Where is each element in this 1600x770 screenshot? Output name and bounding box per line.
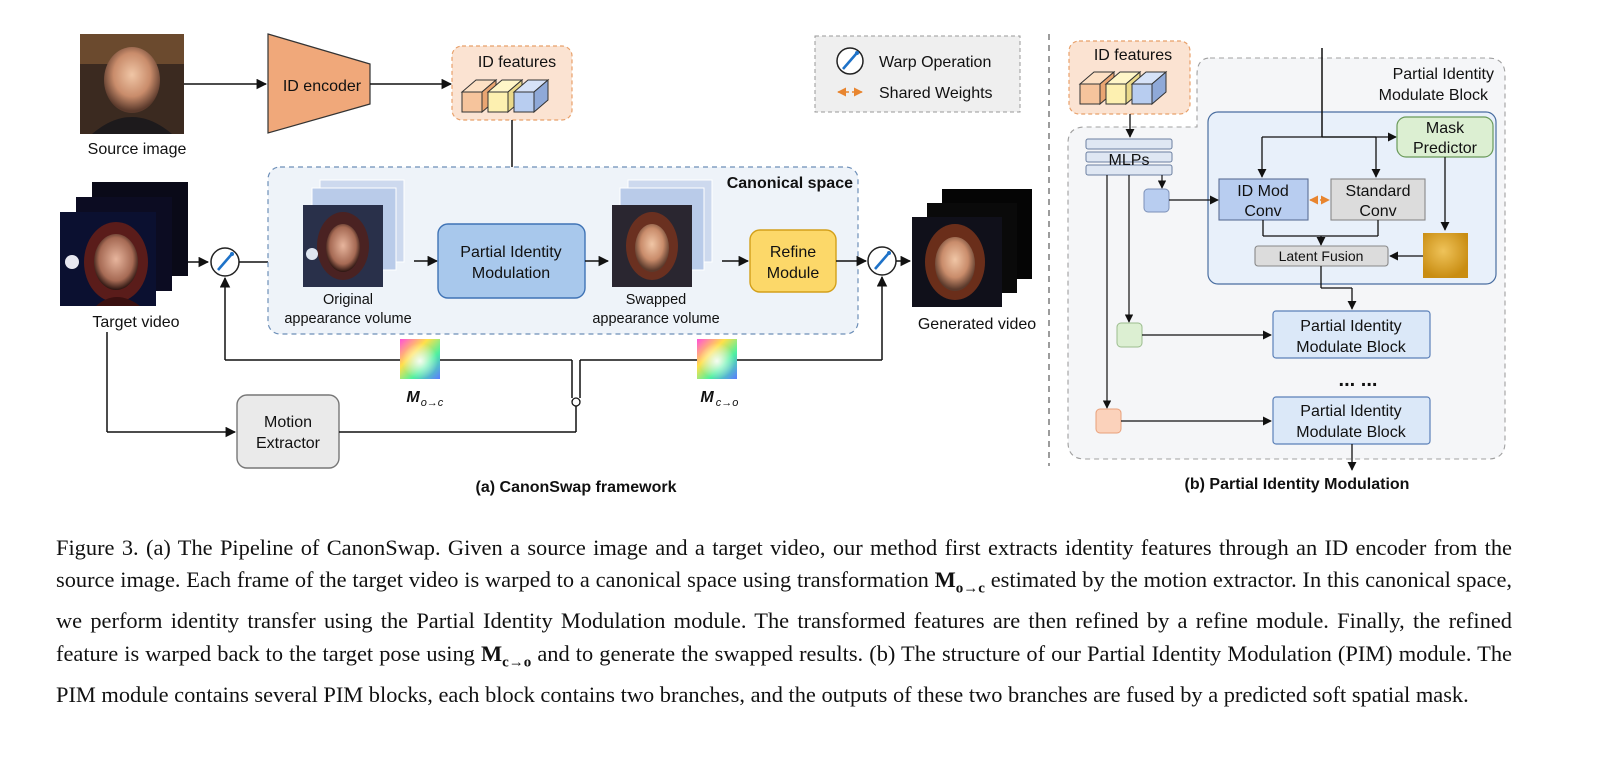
flow-o2c-sub: o→c — [421, 397, 444, 409]
panel-b-title: (b) Partial Identity Modulation — [1185, 476, 1410, 493]
soft-mask-square — [1423, 233, 1468, 278]
refine-module-box — [749, 229, 837, 293]
motion-extractor-box — [236, 394, 340, 469]
caption-part-2: estimated by the motion extractor. In th… — [56, 567, 1512, 666]
flow-o2c-base: M — [406, 389, 420, 406]
legend-warp-label: Warp Operation — [879, 54, 991, 71]
refine-label-2: Module — [767, 265, 820, 282]
mlp-out-green — [1116, 322, 1143, 348]
mlps-label: MLPs — [1109, 152, 1150, 169]
pim-module-box — [437, 223, 586, 299]
mask-predictor-label-1: Mask — [1426, 120, 1465, 137]
pim-label-2: Modulation — [472, 265, 550, 282]
caption-m2-sub: c→o — [502, 654, 532, 671]
caption-matrix-o2c: Mo→c — [934, 567, 985, 596]
flow-field-c2o — [697, 339, 737, 379]
pimb-title-2: Modulate Block — [1379, 87, 1489, 104]
warp-operation-icon — [836, 47, 864, 75]
panel-a: Source image ID encoder ID features — [60, 33, 1036, 496]
block-2-label-1: Partial Identity — [1300, 403, 1401, 420]
caption-part-3: and to generate the swapped results. (b)… — [56, 640, 1512, 707]
caption-m2-base: M — [480, 640, 503, 666]
caption-m1-base: M — [934, 567, 956, 593]
refine-label-1: Refine — [770, 244, 816, 261]
warp-operation-icon — [867, 246, 897, 276]
mlp-out-blue — [1143, 188, 1170, 213]
source-image-label: Source image — [88, 141, 187, 158]
latent-fusion-label: Latent Fusion — [1279, 248, 1364, 264]
mlps-stack — [1085, 138, 1173, 176]
swapped-volume-label-1: Swapped — [626, 292, 686, 308]
ellipsis: ... ... — [1339, 369, 1378, 391]
id-mod-conv-label-1: ID Mod — [1237, 183, 1289, 200]
block-1-label-2: Modulate Block — [1296, 339, 1406, 356]
generated-video-label: Generated video — [918, 316, 1036, 333]
standard-conv-box — [1330, 178, 1426, 221]
motion-extractor-label-2: Extractor — [256, 435, 321, 452]
flow-c2o-sub: c→o — [716, 397, 739, 409]
panel-a-title: (a) CanonSwap framework — [476, 479, 677, 496]
id-encoder-shape — [267, 33, 371, 134]
pim-block-1 — [1272, 310, 1431, 359]
standard-conv-label-2: Conv — [1359, 203, 1396, 220]
id-feature-cubes — [460, 78, 550, 114]
pimb-title-1: Partial Identity — [1393, 66, 1494, 83]
legend-shared-label: Shared Weights — [879, 85, 993, 102]
block-1-label-1: Partial Identity — [1300, 318, 1401, 335]
flow-c2o-base: M — [700, 389, 714, 406]
canonical-space-label: Canonical space — [727, 175, 853, 192]
original-appearance-volume — [303, 179, 405, 287]
junction-node — [571, 397, 581, 407]
block-2-label-2: Modulate Block — [1296, 424, 1406, 441]
target-video-label: Target video — [92, 314, 179, 331]
id-features-label-b: ID features — [1094, 47, 1172, 64]
id-feature-cubes-b — [1078, 70, 1168, 106]
target-video-frames — [60, 182, 188, 306]
id-encoder-label: ID encoder — [283, 78, 362, 95]
swapped-volume-label-2: appearance volume — [592, 311, 719, 327]
id-mod-conv-label-2: Conv — [1244, 203, 1281, 220]
swapped-appearance-volume — [612, 179, 713, 287]
canonswap-figure: Source image ID encoder ID features — [60, 33, 1506, 496]
mlp-out-orange — [1095, 408, 1122, 434]
mask-predictor-label-2: Predictor — [1413, 140, 1478, 157]
motion-extractor-label-1: Motion — [264, 414, 312, 431]
caption-m1-sub: o→c — [955, 580, 985, 597]
pim-label-1: Partial Identity — [460, 244, 561, 261]
figure-caption: Figure 3. (a) The Pipeline of CanonSwap.… — [56, 532, 1512, 711]
caption-part-1: Figure 3. (a) The Pipeline of CanonSwap.… — [56, 535, 1512, 593]
generated-video-frames — [912, 189, 1032, 307]
flow-field-o2c — [400, 339, 440, 379]
standard-conv-label-1: Standard — [1346, 183, 1411, 200]
panel-b: ID features Partial Identity Modulate Bl… — [1067, 40, 1506, 493]
original-volume-label-2: appearance volume — [284, 311, 411, 327]
source-image — [80, 34, 184, 134]
warp-operation-icon — [210, 247, 240, 277]
caption-matrix-c2o: Mc→o — [480, 640, 531, 670]
id-features-label: ID features — [478, 54, 556, 71]
original-volume-label-1: Original — [323, 292, 373, 308]
